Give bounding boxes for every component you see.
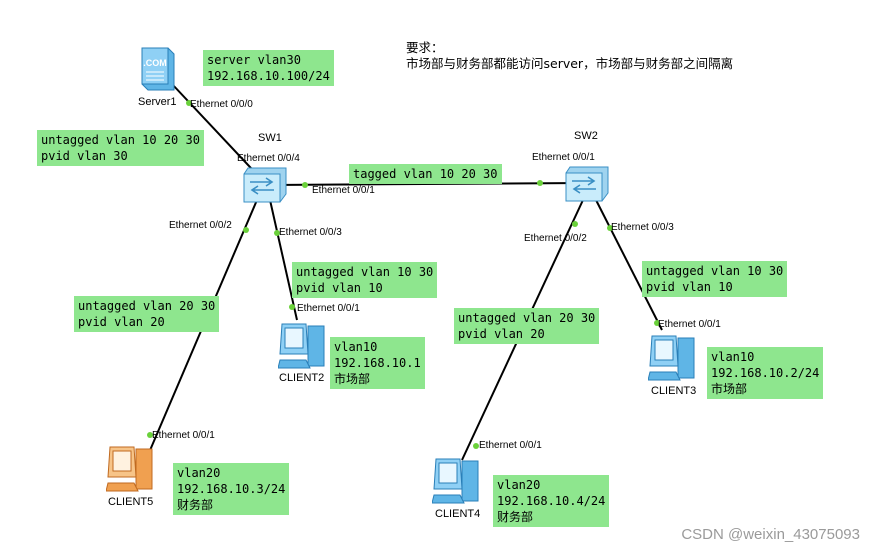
- port-dot: [473, 443, 479, 449]
- port-label: Ethernet 0/0/1: [532, 152, 595, 163]
- port-label: Ethernet 0/0/3: [611, 222, 674, 233]
- port-dot: [537, 180, 543, 186]
- requirement-text: 要求： 市场部与财务部都能访问server，市场部与财务部之间隔离: [406, 40, 733, 72]
- port-label: Ethernet 0/0/1: [479, 440, 542, 451]
- client3-label: CLIENT3: [651, 385, 697, 397]
- sw1-label: SW1: [258, 132, 282, 144]
- pc-icon[interactable]: [648, 332, 698, 382]
- port-label: Ethernet 0/0/2: [524, 233, 587, 244]
- pc-icon[interactable]: [432, 455, 482, 505]
- port-label: Ethernet 0/0/1: [297, 303, 360, 314]
- port-dot: [654, 320, 660, 326]
- requirement-title: 要求：: [406, 40, 444, 55]
- port-dot: [147, 432, 153, 438]
- switch-icon[interactable]: [564, 165, 612, 203]
- port-label: Ethernet 0/0/4: [237, 153, 300, 164]
- port-dot: [186, 100, 192, 106]
- requirement-body: 市场部与财务部都能访问server，市场部与财务部之间隔离: [406, 56, 734, 71]
- trunk-config-note: tagged vlan 10 20 30: [349, 164, 502, 184]
- svg-text:.COM: .COM: [143, 58, 167, 68]
- port-dot: [243, 227, 249, 233]
- pc-icon[interactable]: [278, 320, 328, 370]
- link-sw1-client2: [269, 199, 298, 321]
- client5-label: CLIENT5: [108, 496, 154, 508]
- port-label: Ethernet 0/0/1: [658, 319, 721, 330]
- port-dot: [607, 225, 613, 231]
- port-dot: [572, 221, 578, 227]
- port-label: Ethernet 0/0/1: [312, 185, 375, 196]
- server1-label: Server1: [138, 96, 177, 108]
- port-dot: [302, 182, 308, 188]
- port-label: Ethernet 0/0/0: [190, 99, 253, 110]
- sw2-label: SW2: [574, 130, 598, 142]
- port-label: Ethernet 0/0/1: [152, 430, 215, 441]
- port-label: Ethernet 0/0/2: [169, 220, 232, 231]
- server-icon[interactable]: .COM: [138, 44, 176, 92]
- switch-icon[interactable]: [242, 166, 290, 204]
- client2-label: CLIENT2: [279, 372, 325, 384]
- port-label: Ethernet 0/0/3: [279, 227, 342, 238]
- port-dot: [289, 304, 295, 310]
- link-sw2-client3: [595, 199, 663, 331]
- client4-label: CLIENT4: [435, 508, 481, 520]
- pc-icon[interactable]: [106, 443, 156, 493]
- port-dot: [274, 230, 280, 236]
- watermark: CSDN @weixin_43075093: [681, 526, 860, 543]
- link-sw1-sw2: [269, 182, 586, 186]
